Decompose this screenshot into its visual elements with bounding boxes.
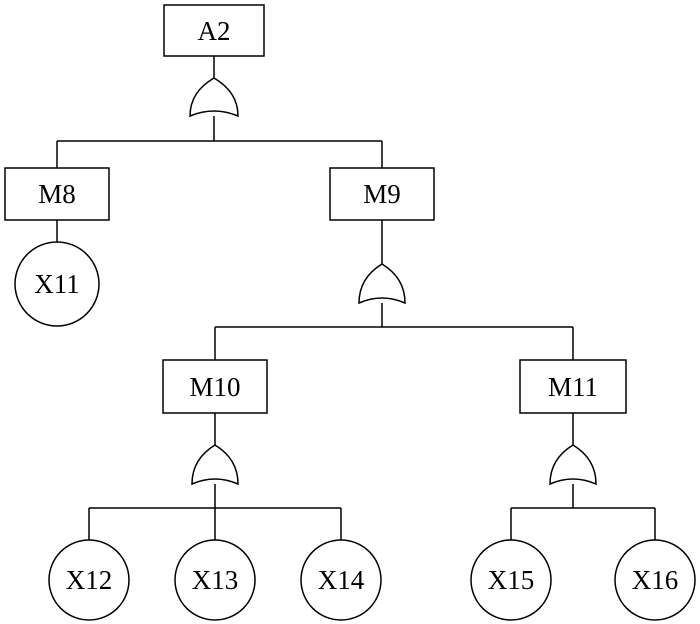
label-x15: X15 [488, 565, 535, 595]
basic-event-x15: X15 [470, 539, 552, 621]
or-gate-icon [358, 263, 406, 305]
label-m10: M10 [189, 372, 240, 402]
event-m8: M8 [4, 167, 110, 221]
label-x12: X12 [66, 565, 113, 595]
basic-event-x12: X12 [48, 539, 130, 621]
top-event-a2: A2 [163, 4, 265, 57]
basic-event-x16: X16 [614, 539, 696, 621]
or-gate-icon [549, 444, 597, 486]
basic-event-x11: X11 [14, 241, 100, 327]
label-a2: A2 [198, 16, 231, 46]
event-m9: M9 [329, 167, 435, 221]
label-x11: X11 [34, 269, 80, 299]
label-m11: M11 [548, 372, 598, 402]
label-m9: M9 [363, 179, 401, 209]
or-gate-icon [189, 77, 239, 118]
event-m11: M11 [519, 359, 627, 414]
connector-lines [56, 56, 656, 540]
label-x16: X16 [632, 565, 679, 595]
event-m10: M10 [162, 359, 268, 414]
basic-event-x14: X14 [300, 539, 382, 621]
label-x14: X14 [318, 565, 365, 595]
label-x13: X13 [192, 565, 239, 595]
or-gate-icon [191, 444, 239, 486]
basic-event-x13: X13 [174, 539, 256, 621]
label-m8: M8 [38, 179, 76, 209]
